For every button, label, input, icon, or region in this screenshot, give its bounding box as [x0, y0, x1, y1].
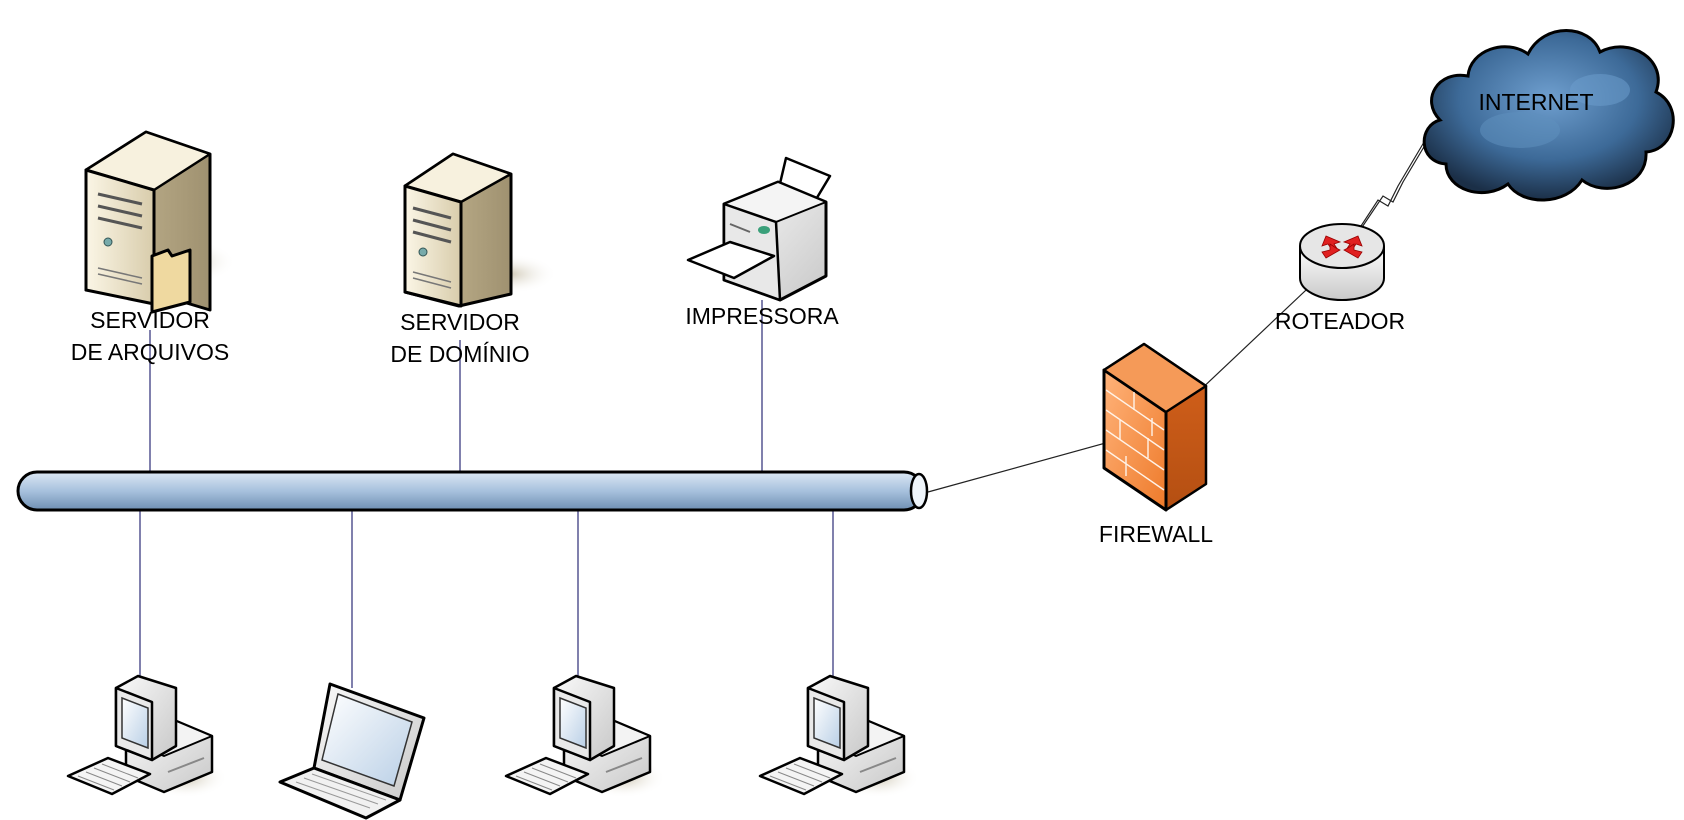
internet-cloud-icon [1422, 29, 1675, 202]
file-server-label-line1: SERVIDOR [90, 307, 210, 333]
internet-label: INTERNET [1478, 89, 1594, 115]
file-server-label: SERVIDOR DE ARQUIVOS [44, 304, 256, 368]
file-server-label-line2: DE ARQUIVOS [70, 339, 230, 365]
desktop-pc-icon-2 [504, 674, 666, 798]
desktop-pc-icon-3 [758, 674, 920, 798]
drop-lines [139, 300, 834, 688]
printer-label: IMPRESSORA [685, 303, 839, 329]
laptop-icon [278, 682, 426, 820]
printer-icon [686, 156, 832, 302]
network-backbone [16, 470, 929, 512]
domain-server-label-line2: DE DOMÍNIO [390, 341, 530, 367]
router-label: ROTEADOR [1274, 308, 1406, 334]
firewall-icon [1102, 342, 1208, 512]
domain-server-label-line1: SERVIDOR [400, 309, 520, 335]
router-internet-lightning [1339, 131, 1431, 259]
domain-server-label: SERVIDOR DE DOMÍNIO [362, 306, 558, 370]
firewall-label: FIREWALL [1098, 521, 1214, 547]
file-server-icon [84, 130, 236, 314]
desktop-pc-icon [66, 674, 228, 798]
router-icon [1299, 223, 1385, 301]
domain-server-icon [403, 152, 557, 308]
